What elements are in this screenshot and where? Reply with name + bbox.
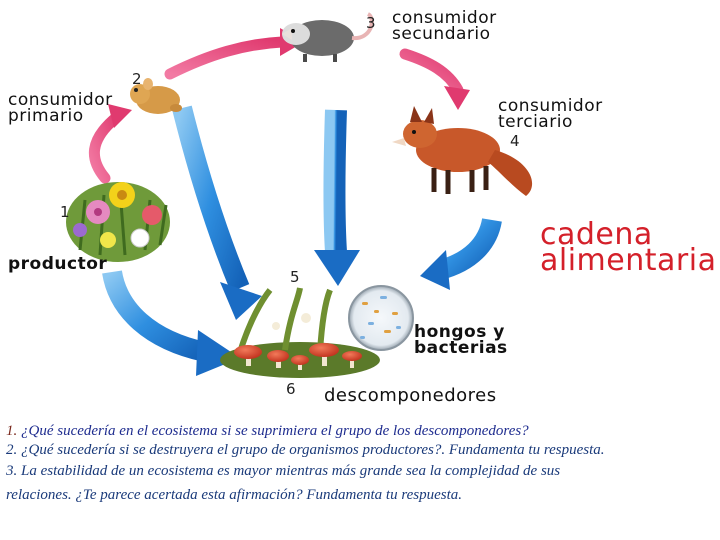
decomposers-mushrooms-image <box>220 287 380 378</box>
label-primary-line-1: consumidor <box>8 90 113 110</box>
question-3-line-1: 3. La estabilidad de un ecosistema es ma… <box>6 463 561 479</box>
label-secondary-line-2: secundario <box>392 24 491 45</box>
questions-block: 1. ¿Qué sucedería en el ecosistema si se… <box>6 422 712 505</box>
label-tertiary-consumer: consumidor terciario <box>498 96 603 133</box>
arrow-producer-to-decomposers <box>102 269 208 362</box>
title-line-1: cadena <box>540 217 653 252</box>
question-1-text: ¿Qué sucedería en el ecosistema si se su… <box>21 423 529 439</box>
label-producer: productor <box>8 254 108 274</box>
title-line-2: alimentaria <box>540 242 717 278</box>
node-number-decomposers: 6 <box>286 380 296 398</box>
node-number-fungi: 5 <box>290 268 300 286</box>
node-number-primary: 2 <box>132 70 142 88</box>
label-fungi-line-1: hongos y <box>414 322 505 342</box>
pink-arrows <box>88 28 470 184</box>
label-secondary-consumer: consumidor secundario <box>392 8 497 45</box>
arrow-primary-to-secondary <box>164 36 288 80</box>
tertiary-consumer-fox-image <box>392 106 533 196</box>
producer-flowers-image <box>66 182 170 262</box>
label-secondary-line-1: consumidor <box>392 8 497 28</box>
label-primary-consumer: consumidor primario <box>8 90 113 127</box>
label-fungi-bacteria: hongos y bacterias <box>414 322 508 359</box>
arrow-producer-to-primary <box>88 110 124 184</box>
secondary-consumer-opossum-image <box>282 12 374 62</box>
primary-consumer-rodent-image <box>130 78 182 114</box>
question-1-number: 1. <box>6 423 18 439</box>
question-1: 1. ¿Qué sucedería en el ecosistema si se… <box>6 422 712 441</box>
mushroom-caps <box>234 343 362 370</box>
arrow-primary-to-decomposers <box>172 105 250 292</box>
bacteria-petri-dish-image <box>348 285 414 351</box>
arrow-secondary-to-tertiary <box>399 48 464 96</box>
question-2: 2. ¿Qué sucedería si se destruyera el gr… <box>6 442 605 458</box>
label-primary-line-2: primario <box>8 106 84 127</box>
question-3-line-2: relaciones. ¿Te parece acertada esta afi… <box>6 487 463 503</box>
node-number-producer: 1 <box>60 203 70 221</box>
label-decomposers: descomponedores <box>324 385 497 406</box>
arrow-tertiary-to-decomposers <box>437 217 502 280</box>
label-tertiary-line-2: terciario <box>498 112 573 133</box>
diagram-title: cadena alimentaria <box>540 217 717 278</box>
diagram-artwork <box>66 12 533 378</box>
node-number-secondary: 3 <box>366 14 376 32</box>
arrow-secondary-to-decomposers <box>323 109 347 253</box>
blue-arrows <box>102 105 502 376</box>
label-tertiary-line-1: consumidor <box>498 96 603 116</box>
node-number-tertiary: 4 <box>510 132 520 150</box>
label-fungi-line-2: bacterias <box>414 338 508 359</box>
